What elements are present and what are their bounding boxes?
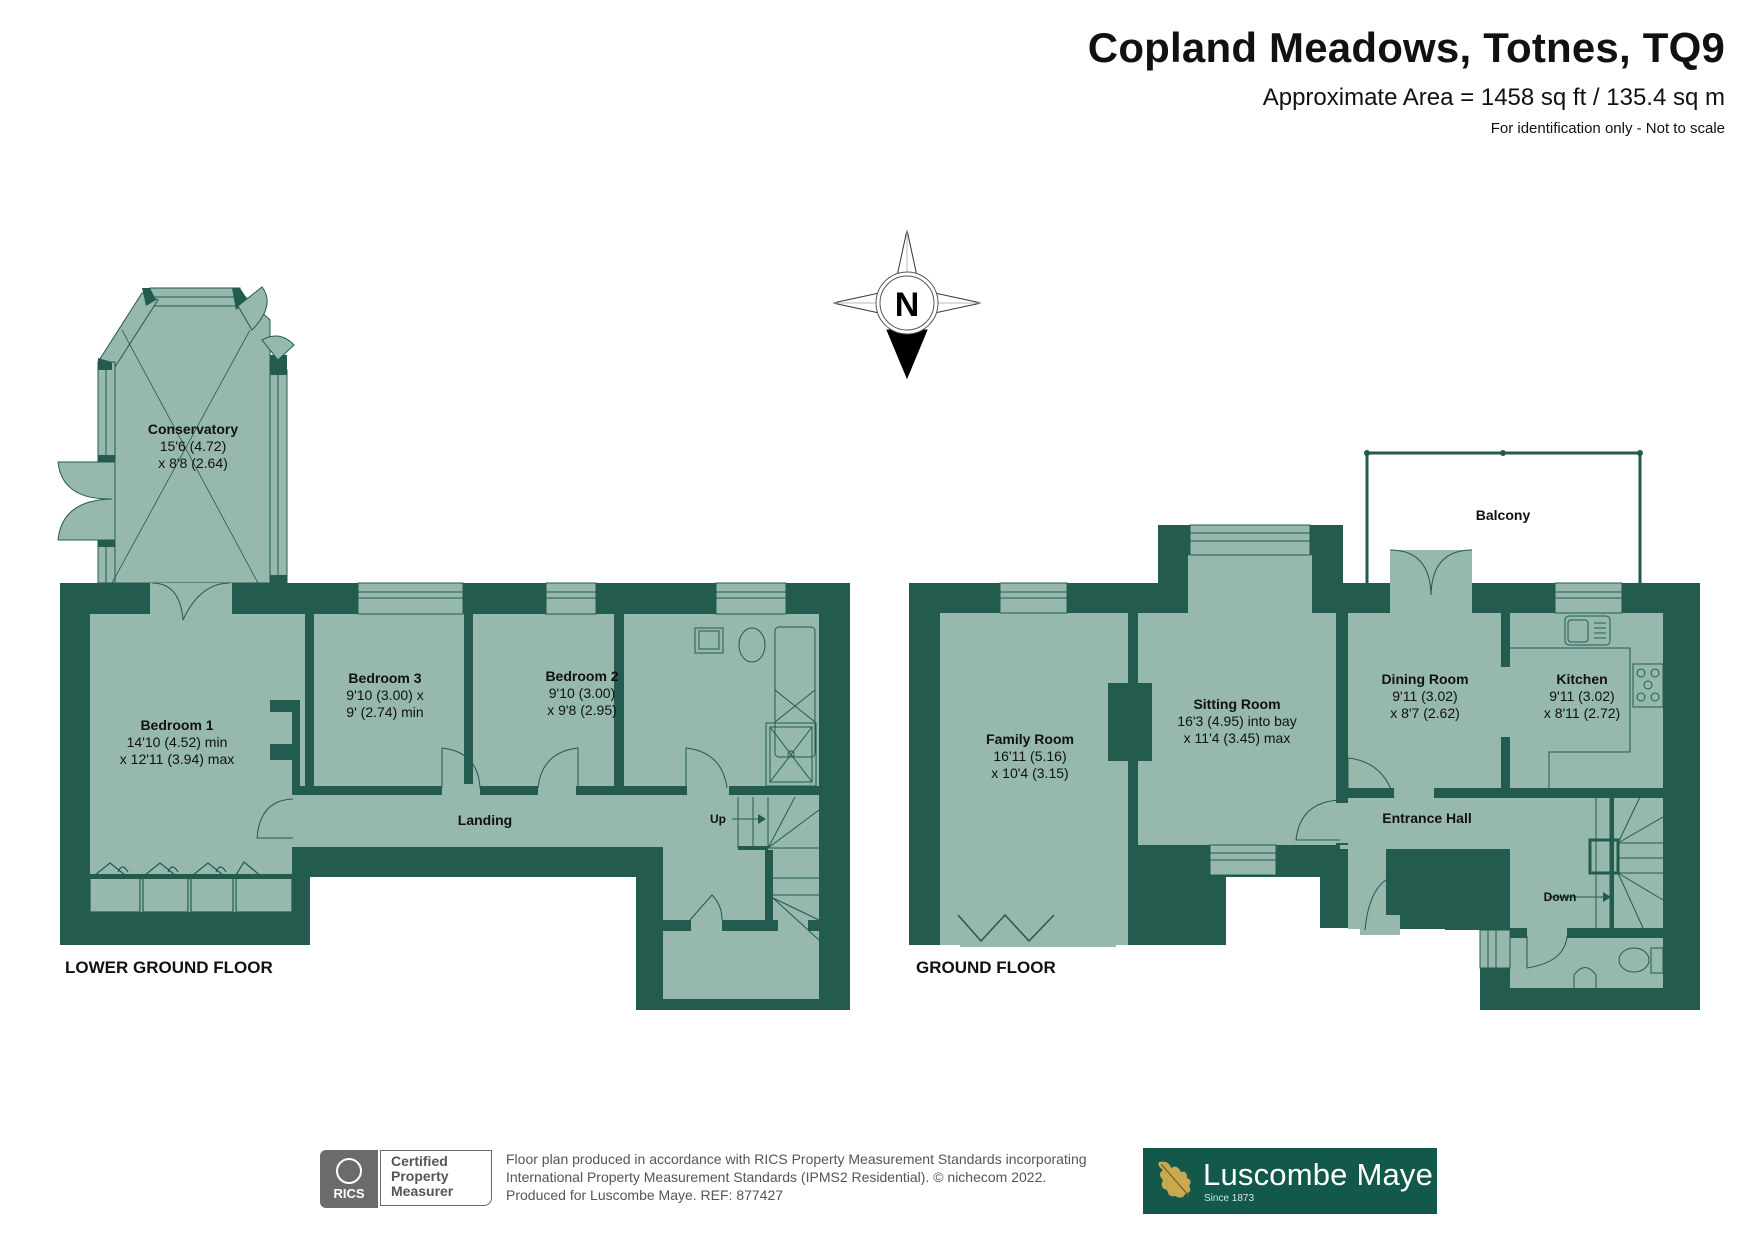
- property-title: Copland Meadows, Totnes, TQ9: [1087, 24, 1725, 71]
- rics-certified-badge: RICS Certified Property Measurer: [320, 1150, 494, 1208]
- agent-logo: Luscombe Maye Since 1873: [1143, 1148, 1437, 1214]
- compass-north-label: N: [895, 286, 920, 324]
- footer-disclaimer: Floor plan produced in accordance with R…: [506, 1151, 1087, 1203]
- room-dimension: 9'10 (3.00) x: [346, 687, 424, 703]
- room-dimension: 16'11 (5.16): [993, 748, 1067, 764]
- room-kitchen: Kitchen 9'11 (3.02) x 8'11 (2.72): [1544, 671, 1620, 722]
- floor-label-lower-ground: LOWER GROUND FLOOR: [65, 958, 273, 977]
- room-dimension: x 10'4 (3.15): [991, 765, 1069, 781]
- stairs-down-label: Down: [1543, 890, 1577, 904]
- room-bedroom-3: Bedroom 3 9'10 (3.00) x 9' (2.74) min: [346, 670, 423, 721]
- room-name: Bedroom 3: [348, 670, 422, 686]
- room-dimension: x 9'8 (2.95): [547, 702, 617, 718]
- room-sitting-room: Sitting Room 16'3 (4.95) into bay x 11'4…: [1177, 696, 1296, 747]
- room-name: Sitting Room: [1193, 696, 1281, 712]
- approximate-area: Approximate Area = 1458 sq ft / 135.4 sq…: [1262, 84, 1725, 111]
- room-balcony: Balcony: [1476, 507, 1530, 524]
- room-name: Entrance Hall: [1382, 810, 1472, 826]
- room-family-room: Family Room 16'11 (5.16) x 10'4 (3.15): [986, 731, 1074, 782]
- room-name: Dining Room: [1381, 671, 1469, 687]
- rics-badge-text: Certified Property Measurer: [380, 1150, 492, 1206]
- room-name: Conservatory: [147, 421, 239, 437]
- stairs-up-label: Up: [710, 812, 726, 826]
- floor-label-ground: GROUND FLOOR: [916, 958, 1056, 977]
- room-dimension: 16'3 (4.95) into bay: [1177, 713, 1297, 729]
- room-dimension: x 8'8 (2.64): [158, 455, 228, 471]
- room-entrance-hall: Entrance Hall: [1382, 810, 1471, 827]
- oak-leaf-icon: [1158, 1161, 1191, 1198]
- room-dimension: x 8'11 (2.72): [1543, 705, 1621, 721]
- room-name: Bedroom 1: [140, 717, 214, 733]
- room-dining-room: Dining Room 9'11 (3.02) x 8'7 (2.62): [1381, 671, 1468, 722]
- room-name: Bedroom 2: [545, 668, 619, 684]
- room-dimension: 9' (2.74) min: [346, 704, 424, 720]
- agent-since: Since 1873: [1204, 1193, 1255, 1204]
- ground-floor-plan: [909, 450, 1700, 1010]
- room-dimension: 14'10 (4.52) min: [126, 734, 228, 750]
- rics-lion-icon: [336, 1158, 362, 1184]
- compass-rose-icon: [832, 229, 982, 380]
- lower-ground-floor-plan: [57, 286, 850, 1010]
- room-dimension: 15'6 (4.72): [159, 438, 227, 454]
- disclaimer-note: For identification only - Not to scale: [1490, 120, 1725, 137]
- room-name: Landing: [457, 812, 513, 828]
- room-dimension: 9'11 (3.02): [1549, 688, 1615, 704]
- agent-name: Luscombe Maye: [1203, 1157, 1434, 1192]
- room-conservatory: Conservatory 15'6 (4.72) x 8'8 (2.64): [148, 421, 238, 472]
- room-bedroom-1: Bedroom 1 14'10 (4.52) min x 12'11 (3.94…: [120, 717, 234, 768]
- room-name: Kitchen: [1556, 671, 1608, 687]
- room-name: Family Room: [986, 731, 1074, 747]
- room-dimension: x 11'4 (3.45) max: [1183, 730, 1291, 746]
- room-dimension: 9'10 (3.00): [548, 685, 616, 701]
- room-dimension: x 12'11 (3.94) max: [119, 751, 235, 767]
- room-dimension: 9'11 (3.02): [1392, 688, 1458, 704]
- room-name: Balcony: [1475, 507, 1531, 523]
- room-landing: Landing: [458, 812, 512, 829]
- rics-logo: RICS: [320, 1150, 378, 1208]
- rics-label: RICS: [333, 1186, 365, 1201]
- room-dimension: x 8'7 (2.62): [1390, 705, 1460, 721]
- room-bedroom-2: Bedroom 2 9'10 (3.00) x 9'8 (2.95): [545, 668, 618, 719]
